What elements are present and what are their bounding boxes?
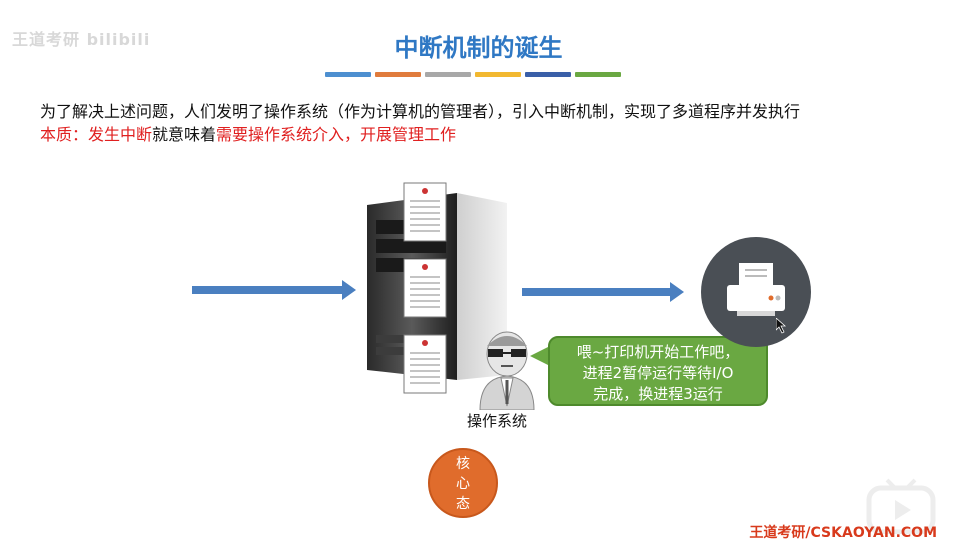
speech-bubble: 喂~打印机开始工作吧， 进程2暂停运行等待I/O 完成，换进程3运行: [548, 336, 768, 406]
document-icon: [403, 182, 447, 242]
essence-connector: 就意味着: [152, 125, 217, 144]
bubble-line-1: 喂~打印机开始工作吧，: [576, 343, 740, 361]
divider-bar: [425, 72, 471, 77]
printer-icon: [701, 237, 811, 347]
intro-text: 为了解决上述问题，人们发明了操作系统（作为计算机的管理者），引入中断机制，实现了…: [40, 102, 801, 121]
divider-bar: [375, 72, 421, 77]
speech-bubble-tail: [530, 346, 550, 366]
tv-play-icon: [866, 478, 936, 534]
divider-bar: [575, 72, 621, 77]
document-icon: [403, 258, 447, 318]
server-icon: [367, 182, 507, 394]
cursor-icon: [776, 318, 787, 334]
os-label: 操作系统: [467, 412, 528, 430]
bubble-line-3: 完成，换进程3运行: [593, 385, 723, 403]
divider-bar: [475, 72, 521, 77]
watermark: 王道考研 bilibili: [12, 30, 151, 49]
kernel-char-1: 核: [456, 456, 470, 472]
divider-bar: [325, 72, 371, 77]
bubble-line-2: 进程2暂停运行等待I/O: [582, 364, 734, 382]
printer-glyph: [727, 263, 785, 316]
input-arrow: [192, 280, 356, 300]
brand-footer: 王道考研/CSKAOYAN.COM: [749, 525, 937, 541]
divider-bar: [525, 72, 571, 77]
document-icon: [403, 334, 447, 394]
kernel-char-3: 态: [456, 496, 470, 512]
essence-meaning: 需要操作系统介入，开展管理工作: [216, 125, 457, 144]
slide-title: 中断机制的诞生: [394, 34, 563, 62]
essence-text: 本质：发生中断就意味着需要操作系统介入，开展管理工作: [40, 121, 456, 145]
operator-person-icon: [479, 331, 535, 410]
output-arrow: [522, 282, 684, 302]
kernel-mode-badge: 核 心 态: [428, 448, 498, 518]
kernel-char-2: 心: [456, 476, 470, 492]
title-divider-bars: [325, 72, 621, 77]
essence-label: 本质：发生中断: [40, 125, 153, 144]
